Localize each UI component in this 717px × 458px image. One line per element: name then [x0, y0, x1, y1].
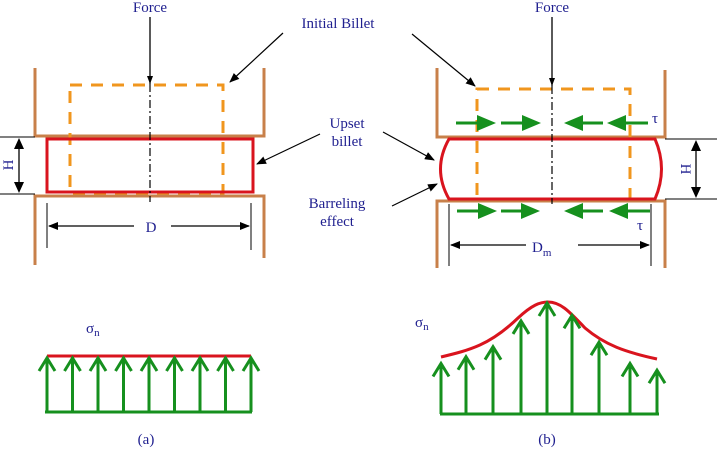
caption-a: (a): [138, 432, 155, 448]
barreling-label-line1: Barreling: [309, 196, 366, 212]
callouts: Initial Billet Upset billet Barreling ef…: [229, 16, 476, 230]
diameter-label-b: Dm: [532, 240, 552, 259]
panel-a-forging: Force H D: [0, 0, 266, 265]
friction-arrowhead: [477, 115, 496, 131]
stress-arrow: [139, 355, 159, 412]
upset-billet-leader-a: [256, 133, 321, 165]
height-label-a: H: [1, 159, 17, 170]
height-label-b: H: [677, 164, 693, 175]
upset-billet-leader-b: [382, 131, 435, 161]
friction-arrowhead: [609, 203, 628, 219]
barreling-label-line2: effect: [320, 214, 355, 230]
stress-arrow: [88, 355, 108, 412]
sigma-label-b: σn: [415, 315, 429, 333]
stress-arrow: [431, 360, 451, 414]
stress-arrows-b: [431, 300, 667, 414]
stress-arrow: [216, 355, 235, 412]
upper-die-b: [435, 68, 667, 139]
stress-plot-a: σn (a): [37, 321, 261, 448]
stress-arrow: [165, 355, 184, 412]
initial-billet-label: Initial Billet: [302, 16, 376, 32]
friction-arrowhead: [521, 203, 540, 219]
lower-die-b: [435, 199, 667, 268]
friction-arrows-top: [456, 115, 648, 131]
stress-curve-b: [440, 300, 658, 361]
stress-arrow: [114, 355, 133, 412]
initial-billet-leader-a: [229, 32, 284, 83]
stress-arrow: [483, 343, 503, 414]
friction-arrowhead: [564, 203, 583, 219]
stress-arrow: [647, 367, 667, 414]
barreling-leader: [391, 183, 438, 207]
friction-arrows-bottom: [457, 203, 650, 219]
initial-billet-leader-b: [411, 33, 476, 87]
sigma-label-a: σn: [86, 321, 100, 339]
stress-arrow: [190, 355, 210, 412]
stress-arrow: [537, 300, 557, 414]
stress-arrows-a: [37, 355, 261, 412]
panel-b-forging: Force τ τ H: [435, 0, 717, 268]
friction-arrowhead: [607, 115, 626, 131]
stress-arrow: [241, 355, 261, 412]
stress-arrow: [63, 355, 82, 412]
friction-arrowhead: [522, 115, 541, 131]
initial-billet-outline-b: [475, 87, 632, 201]
caption-b: (b): [538, 432, 556, 448]
stress-plot-b: σn (b): [415, 300, 667, 448]
stress-arrow: [589, 339, 609, 414]
tau-label-top: τ: [652, 111, 658, 127]
force-label-b: Force: [535, 0, 569, 16]
stress-arrow: [562, 312, 582, 414]
upset-billet-barreled-b: [439, 137, 663, 201]
tau-label-bottom: τ: [637, 218, 643, 234]
friction-arrowhead: [478, 203, 497, 219]
diameter-label-a: D: [146, 220, 157, 236]
stress-arrow: [620, 360, 640, 414]
upset-billet-label-line2: billet: [332, 134, 364, 150]
stress-arrow: [456, 353, 476, 414]
stress-arrow: [511, 318, 531, 414]
friction-arrowhead: [564, 115, 583, 131]
stress-arrow: [37, 355, 57, 412]
upset-billet-label-line1: Upset: [330, 116, 366, 132]
force-label-a: Force: [133, 0, 167, 16]
